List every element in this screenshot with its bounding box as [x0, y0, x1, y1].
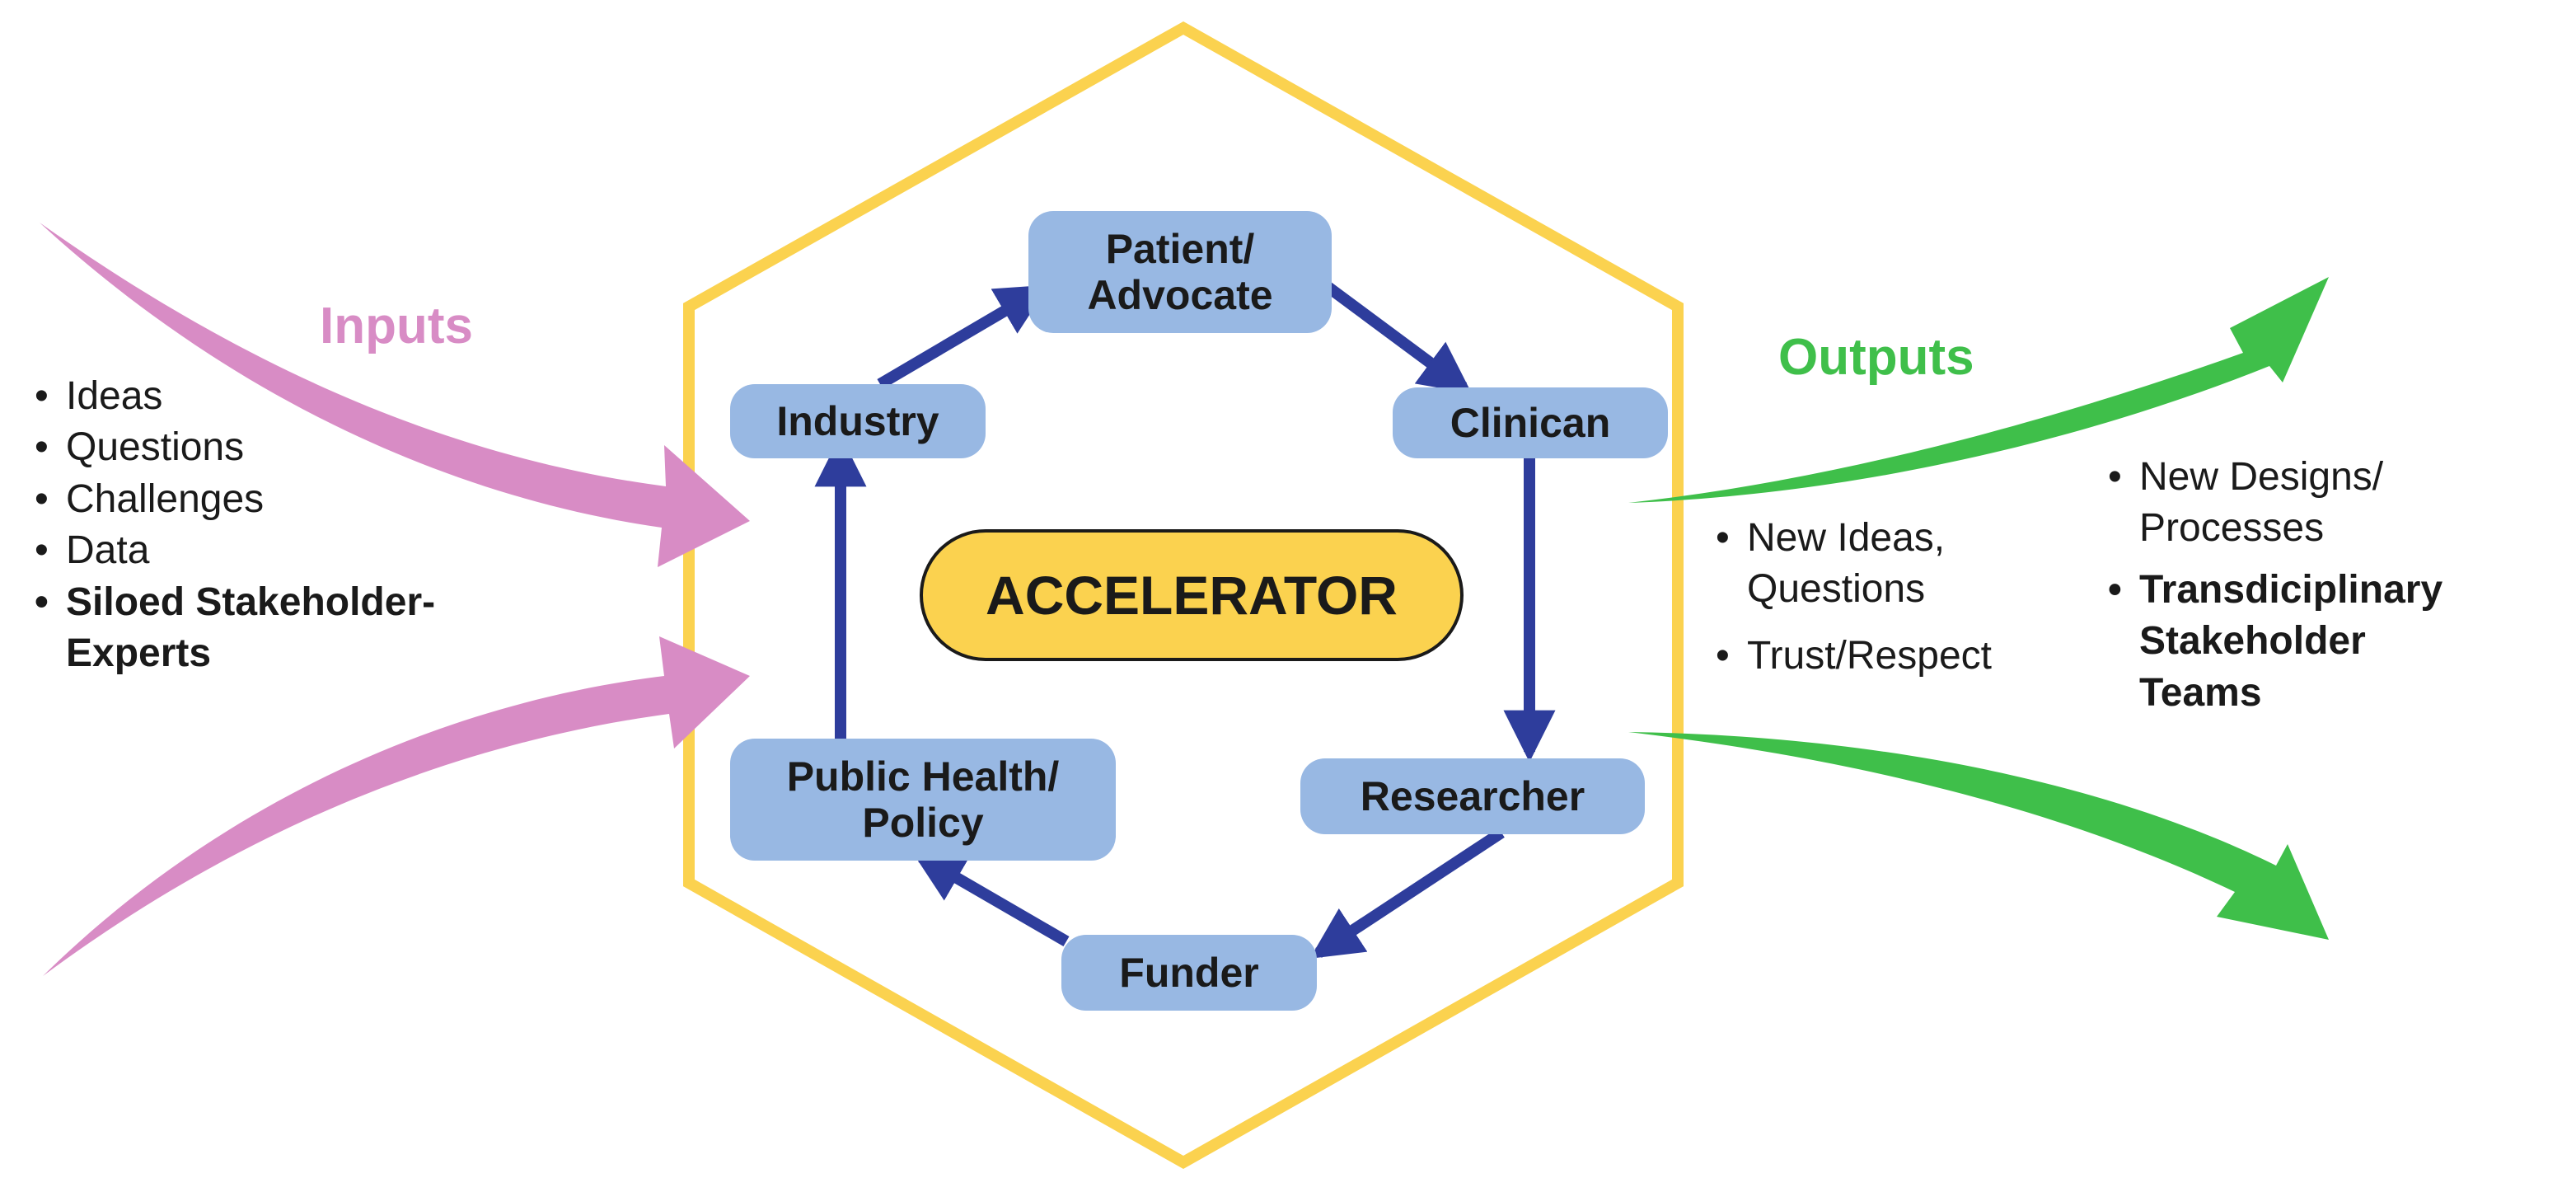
inputs-item: Questions: [31, 422, 435, 474]
outputs-outer-list: New Designs/ Processes Transdiciplinary …: [2105, 452, 2443, 719]
node-clinician: Clinican: [1393, 387, 1668, 458]
cycle-arrows: [814, 279, 1556, 959]
accelerator-hexagon: [683, 21, 1684, 1170]
inputs-heading: Inputs: [320, 298, 473, 354]
arrow-funder-to-public-health: [912, 852, 1070, 947]
node-patient-advocate: Patient/ Advocate: [1028, 211, 1332, 333]
inputs-item: Data: [31, 525, 435, 577]
node-funder: Funder: [1061, 935, 1317, 1011]
output-arrow-upper: [1628, 277, 2329, 503]
arrow-researcher-to-funder: [1309, 828, 1505, 959]
outputs-item: New Designs/ Processes: [2105, 452, 2443, 555]
outputs-heading: Outputs: [1778, 329, 1974, 386]
outputs-item: Trust/Respect: [1712, 631, 1992, 683]
node-industry: Industry: [730, 384, 986, 458]
outputs-item-teams: Transdiciplinary Stakeholder Teams: [2105, 565, 2443, 719]
node-public-health-policy: Public Health/ Policy: [730, 739, 1116, 861]
input-arrow-lower: [43, 636, 750, 976]
accelerator-label: ACCELERATOR: [920, 529, 1464, 661]
inputs-item: Challenges: [31, 474, 435, 526]
inputs-list: Ideas Questions Challenges Data Siloed S…: [31, 371, 435, 679]
outputs-item: New Ideas, Questions: [1712, 513, 1992, 616]
outputs-inner-list: New Ideas, Questions Trust/Respect: [1712, 513, 1992, 683]
output-arrow-lower: [1628, 732, 2329, 940]
arrow-industry-to-patient: [877, 284, 1049, 390]
input-arrow-upper: [40, 223, 750, 567]
inputs-item: Ideas: [31, 371, 435, 423]
inputs-item-siloed: Siloed Stakeholder- Experts: [31, 577, 435, 680]
node-researcher: Researcher: [1300, 758, 1645, 834]
arrow-patient-to-clinician: [1319, 279, 1473, 394]
